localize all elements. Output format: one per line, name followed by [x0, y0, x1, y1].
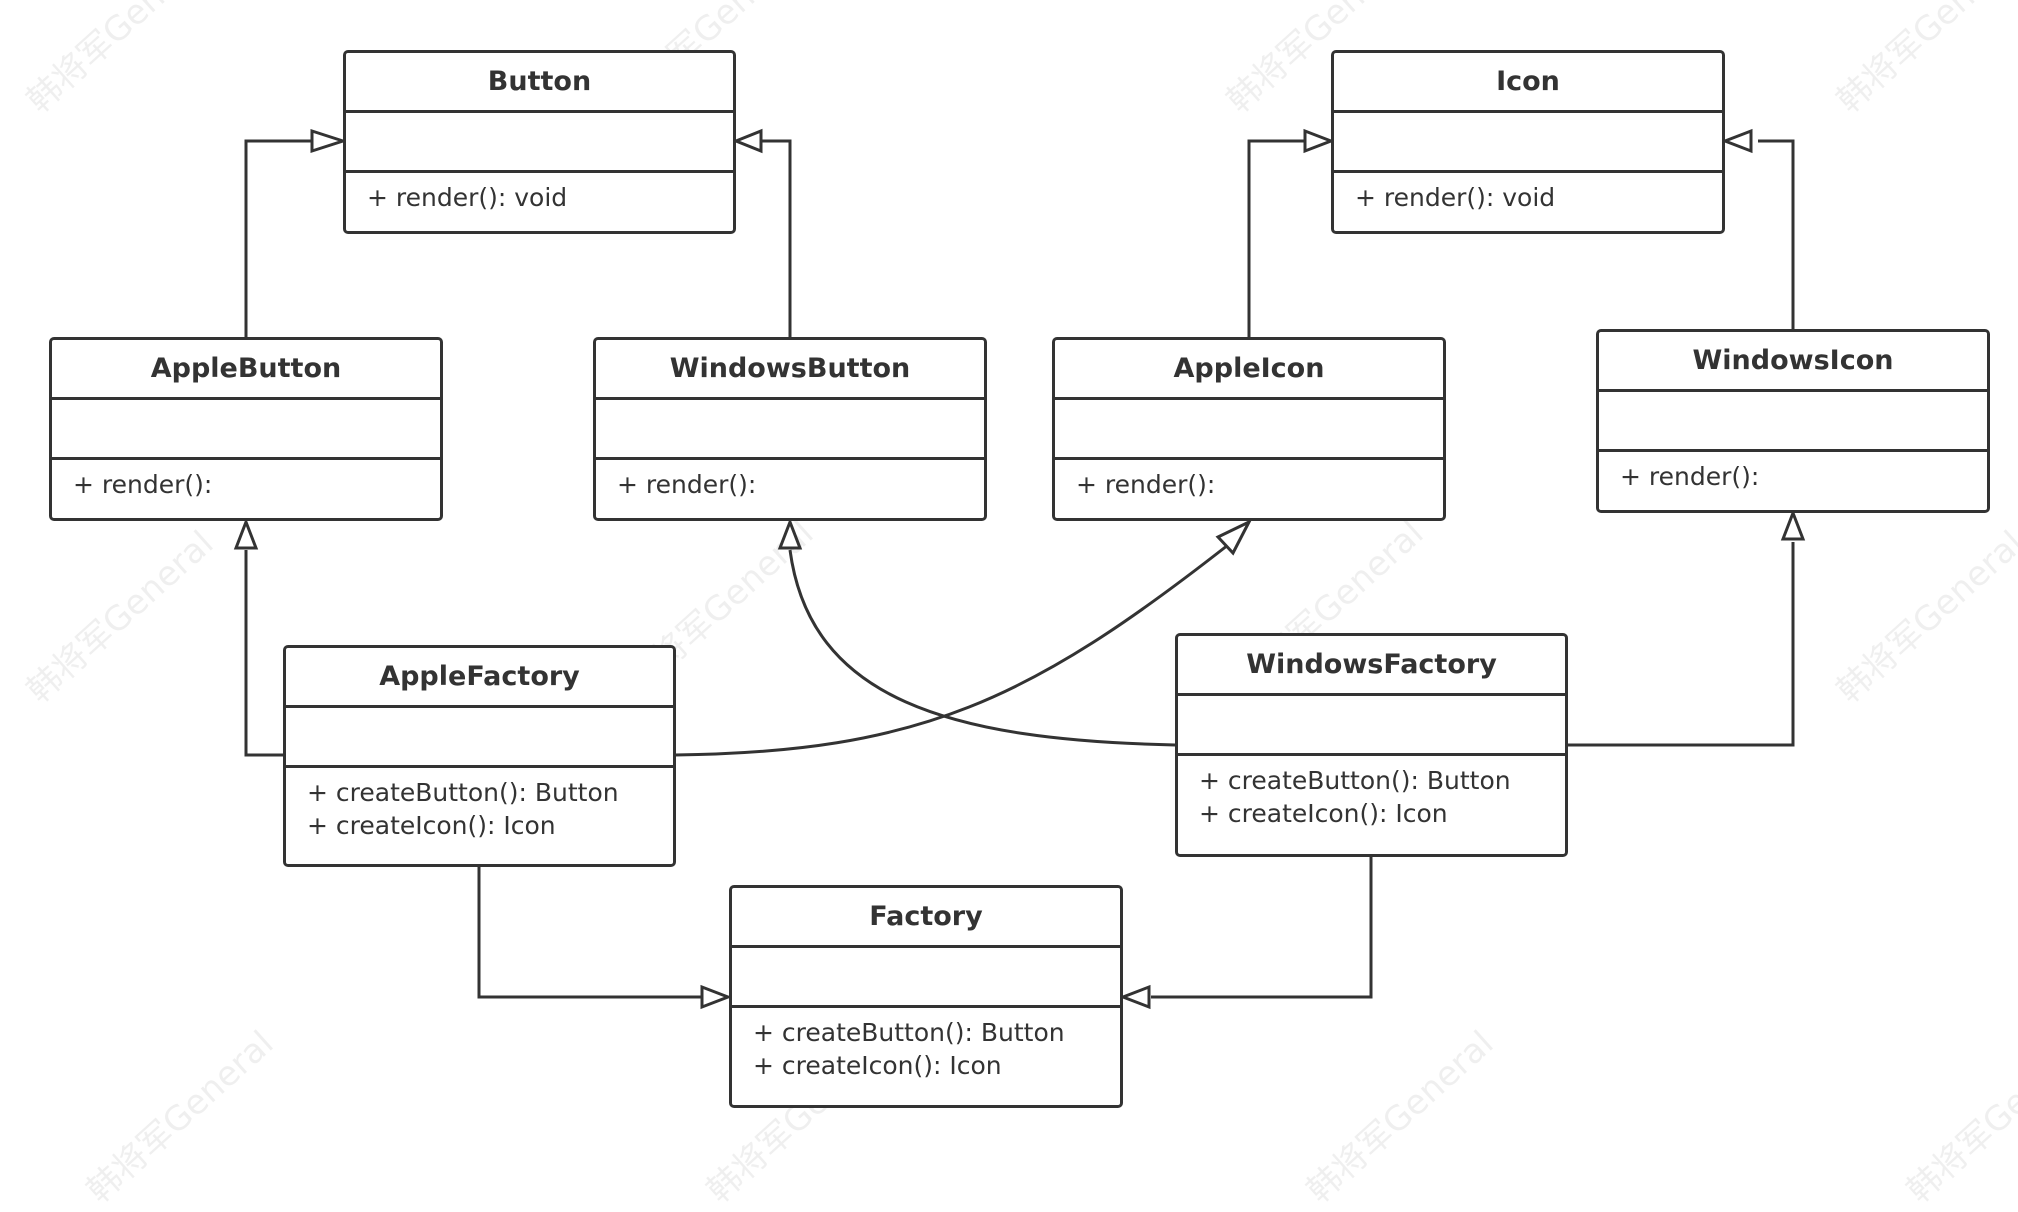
class-icon: Icon + render(): void: [1331, 50, 1725, 234]
operations-compartment: + render():: [52, 460, 440, 501]
operation: + render():: [1620, 462, 1760, 491]
class-name: WindowsFactory: [1178, 636, 1565, 696]
operation: + createIcon(): Icon: [753, 1051, 1002, 1080]
arrowhead: [731, 128, 763, 154]
operations-compartment: + render():: [596, 460, 984, 501]
arrowhead: [233, 517, 259, 550]
attributes-compartment: [596, 400, 984, 460]
relation-applefactory-factory: [477, 867, 701, 999]
class-name: Factory: [732, 888, 1120, 948]
class-button: Button + render(): void: [343, 50, 736, 234]
operations-compartment: + render(): void: [346, 173, 733, 214]
attributes-compartment: [1178, 696, 1565, 756]
relation-applefactory-appleicon: [674, 543, 1229, 757]
class-name: Icon: [1334, 53, 1722, 113]
operations-compartment: + render():: [1599, 452, 1987, 493]
class-factory: Factory + createButton(): Button + creat…: [729, 885, 1123, 1108]
relation-windowsfactory-windowsbutton: [788, 549, 1176, 747]
attributes-compartment: [52, 400, 440, 460]
attributes-compartment: [286, 708, 673, 768]
attributes-compartment: [346, 113, 733, 173]
operations-compartment: + createButton(): Button + createIcon():…: [732, 1008, 1120, 1082]
operation: + createIcon(): Icon: [307, 811, 556, 840]
operations-compartment: + render():: [1055, 460, 1443, 501]
relation-windowsfactory-factory: [1151, 856, 1373, 999]
relation-windowsfactory-windowsicon: [1567, 542, 1795, 747]
relation-appleicon-icon: [1247, 139, 1313, 337]
arrowhead: [1118, 984, 1151, 1010]
class-windowsfactory: WindowsFactory + createButton(): Button …: [1175, 633, 1568, 857]
class-applebutton: AppleButton + render():: [49, 337, 443, 521]
relation-applefactory-applebutton: [244, 550, 283, 757]
attributes-compartment: [1055, 400, 1443, 460]
operations-compartment: + createButton(): Button + createIcon():…: [1178, 756, 1565, 830]
operation: + createIcon(): Icon: [1199, 799, 1448, 828]
class-windowsicon: WindowsIcon + render():: [1596, 329, 1990, 513]
uml-class-diagram: 韩将军General 韩将军General 韩将军General 韩将军Gene…: [19, 0, 2018, 1211]
class-windowsbutton: WindowsButton + render():: [593, 337, 987, 521]
arrowhead: [310, 128, 348, 154]
class-applefactory: AppleFactory + createButton(): Button + …: [283, 645, 676, 867]
operation: + render():: [617, 470, 757, 499]
operation: + render():: [1076, 470, 1216, 499]
relation-lines: [233, 128, 1806, 1010]
operation: + render(): void: [367, 183, 568, 212]
class-name: AppleIcon: [1055, 340, 1443, 400]
operations-compartment: + createButton(): Button + createIcon():…: [286, 768, 673, 842]
operation: + render(): void: [1355, 183, 1556, 212]
attributes-compartment: [1334, 113, 1722, 173]
arrowhead: [777, 517, 803, 550]
operations-compartment: + render(): void: [1334, 173, 1722, 214]
arrowhead: [700, 984, 733, 1010]
arrowhead: [1720, 128, 1753, 154]
class-name: WindowsButton: [596, 340, 984, 400]
operation: + render():: [73, 470, 213, 499]
arrowhead: [1215, 518, 1253, 556]
arrowhead: [1780, 508, 1806, 541]
attributes-compartment: [1599, 392, 1987, 452]
class-name: AppleFactory: [286, 648, 673, 708]
class-name: AppleButton: [52, 340, 440, 400]
operation: + createButton(): Button: [1199, 766, 1511, 795]
class-appleicon: AppleIcon + render():: [1052, 337, 1446, 521]
relation-windowsicon-icon: [1758, 139, 1795, 329]
class-name: Button: [346, 53, 733, 113]
arrowhead: [1303, 128, 1336, 154]
operation: + createButton(): Button: [307, 778, 619, 807]
operation: + createButton(): Button: [753, 1018, 1065, 1047]
attributes-compartment: [732, 948, 1120, 1008]
relation-applebutton-button: [244, 139, 312, 337]
class-name: WindowsIcon: [1599, 332, 1987, 392]
relation-windowsbutton-button: [761, 139, 792, 337]
